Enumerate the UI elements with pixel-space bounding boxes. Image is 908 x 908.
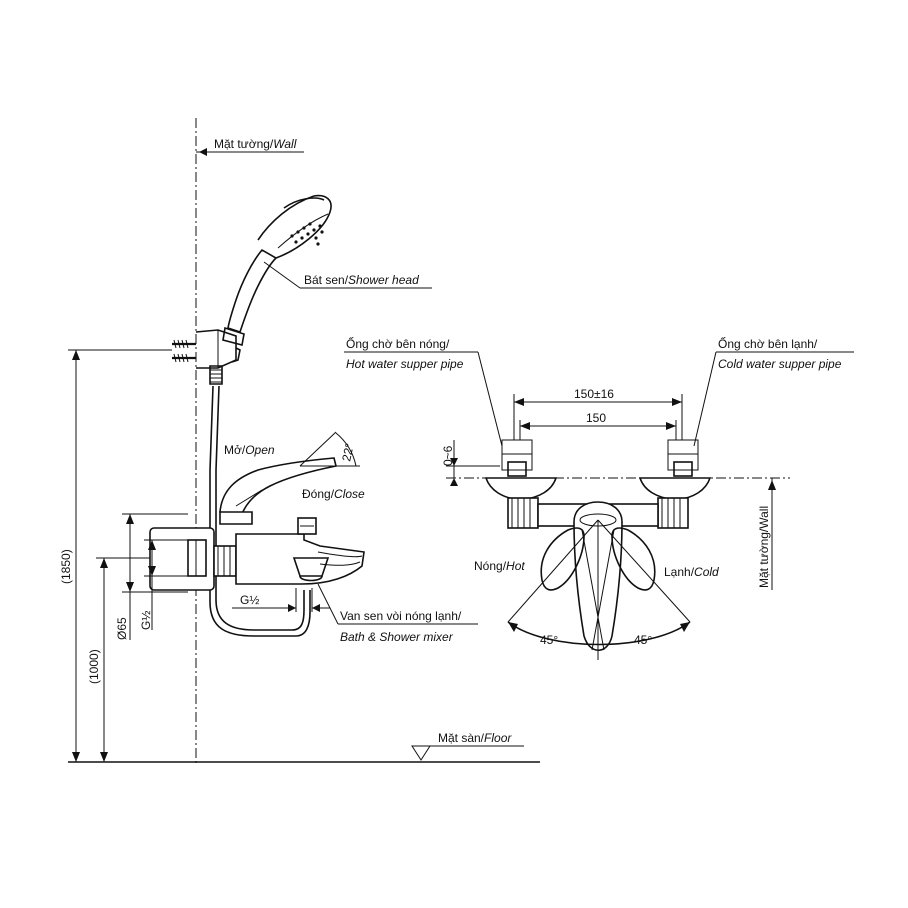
wall-screws xyxy=(172,339,196,363)
bath-shower-mixer xyxy=(149,457,365,591)
open-label-vi: Mở/ xyxy=(224,443,246,457)
spacing-tolerance-dimension: 150±16 xyxy=(513,387,683,440)
side-thread-dimension: G½ xyxy=(139,539,188,630)
shower-head-label: Bát sen/Shower head xyxy=(263,261,432,289)
wall-bracket xyxy=(195,329,241,369)
hot-supply-fitting xyxy=(501,439,533,477)
close-label: Đóng/Close xyxy=(302,487,365,501)
hot-pipe-label-en: Hot water supper pipe xyxy=(346,357,464,371)
close-label-vi: Đóng/ xyxy=(302,487,335,501)
angle-45-left-text: 45° xyxy=(540,633,558,647)
spacing-tolerance-text: 150±16 xyxy=(574,387,614,401)
cold-supply-fitting xyxy=(667,439,699,477)
shower-hose xyxy=(209,365,311,637)
angle-45-right-text: 45° xyxy=(634,633,652,647)
wall-label-vi: Mặt tường/ xyxy=(214,137,274,151)
wall-label: Mặt tường/Wall xyxy=(196,137,304,156)
height-1850-text: (1850) xyxy=(59,549,73,584)
angle-22-dimension: 22° xyxy=(299,431,360,467)
front-wall-label-text: Mặt tường/Wall xyxy=(757,506,771,588)
close-label-en: Close xyxy=(334,487,365,501)
open-label: Mở/Open xyxy=(224,443,275,457)
outlet-thread-dimension: G½ xyxy=(232,588,330,612)
cold-pipe-label: Ống chờ bên lạnh/ Cold water supper pipe xyxy=(693,336,854,447)
shower-head-label-vi: Bát sen/ xyxy=(304,273,349,287)
height-1850-dimension: (1850) xyxy=(59,349,172,762)
front-wall-label: Mặt tường/Wall xyxy=(757,478,776,590)
svg-text:Mặt sàn/Floor: Mặt sàn/Floor xyxy=(438,731,512,745)
offset-dimension: 0~6 xyxy=(441,440,500,486)
wall-label-en: Wall xyxy=(273,137,296,151)
angle-22-text: 22° xyxy=(339,442,357,463)
open-label-en: Open xyxy=(245,443,275,457)
hot-pipe-label-vi: Ống chờ bên nóng/ xyxy=(346,336,450,351)
hot-escutcheon xyxy=(484,477,558,501)
floor-label-vi: Mặt sàn/ xyxy=(438,731,485,745)
shower-head xyxy=(222,194,332,346)
hot-label-en: Hot xyxy=(506,559,525,573)
diameter-65-dimension: Ø65 xyxy=(115,513,188,640)
hot-label-vi: Nóng/ xyxy=(474,559,507,573)
side-thread-text: G½ xyxy=(139,611,153,630)
offset-text: 0~6 xyxy=(441,445,455,466)
mixer-label-en: Bath & Shower mixer xyxy=(340,630,454,644)
hot-label: Nóng/Hot xyxy=(474,559,525,573)
cold-label-en: Cold xyxy=(694,565,719,579)
outlet-thread-text: G½ xyxy=(240,593,259,607)
floor-line: Mặt sàn/Floor xyxy=(68,731,540,763)
rotation-arc: 45° 45° xyxy=(507,519,691,660)
svg-text:Mặt tường/Wall: Mặt tường/Wall xyxy=(214,137,297,151)
cold-pipe-label-vi: Ống chờ bên lạnh/ xyxy=(718,336,818,351)
hot-pipe-label: Ống chờ bên nóng/ Hot water supper pipe xyxy=(344,336,503,447)
shower-head-label-en: Shower head xyxy=(348,273,419,287)
cold-label: Lạnh/Cold xyxy=(664,565,719,579)
mixer-label-vi: Van sen vòi nóng lạnh/ xyxy=(340,609,462,623)
svg-text:Mặt tường/Wall: Mặt tường/Wall xyxy=(757,506,771,588)
mixer-label: Van sen vòi nóng lạnh/ Bath & Shower mix… xyxy=(317,583,478,644)
floor-label-en: Floor xyxy=(484,731,512,745)
spacing-dimension: 150 xyxy=(519,411,677,440)
height-1000-dimension: (1000) xyxy=(87,557,150,762)
cold-escutcheon xyxy=(638,477,712,501)
svg-text:Bát sen/Shower head: Bát sen/Shower head xyxy=(304,273,419,287)
diameter-65-text: Ø65 xyxy=(115,617,129,640)
cold-label-vi: Lạnh/ xyxy=(664,565,695,579)
shower-nozzles xyxy=(290,222,324,246)
spacing-text: 150 xyxy=(586,411,606,425)
height-1000-text: (1000) xyxy=(87,649,101,684)
cold-pipe-label-en: Cold water supper pipe xyxy=(718,357,842,371)
